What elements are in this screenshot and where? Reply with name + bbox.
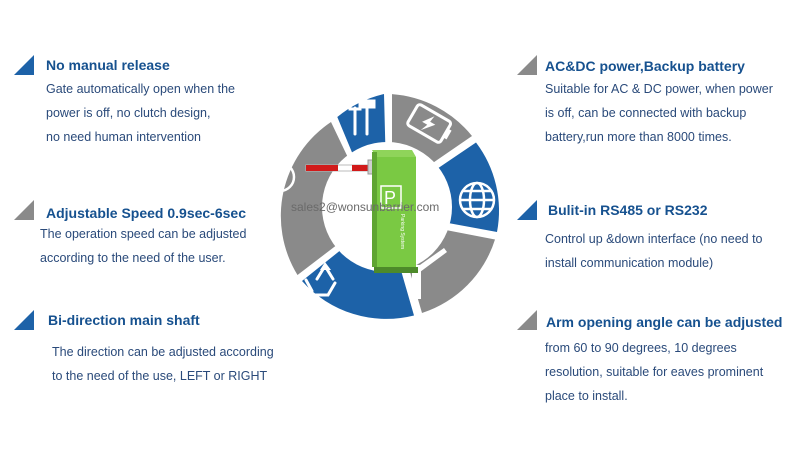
triangle-bullet-icon: [517, 310, 537, 330]
triangle-bullet-icon: [14, 200, 34, 220]
feature-title: Bulit-in RS485 or RS232: [548, 202, 708, 218]
feature-description: Suitable for AC & DC power, when power i…: [545, 82, 773, 144]
feature-wheel: P Parking System: [264, 94, 500, 319]
feature-description: from 60 to 90 degrees, 10 degrees resolu…: [545, 341, 764, 403]
barrier-device: P Parking System: [305, 150, 418, 273]
barrier-boom-arm-red: [306, 165, 338, 171]
barrier-boom-arm-red: [352, 165, 370, 171]
feature-description: Control up &down interface (no need to i…: [545, 232, 763, 270]
barrier-cabinet-top: [372, 150, 416, 157]
globe-icon: [458, 181, 496, 219]
barrier-logo-letter: P: [384, 188, 396, 208]
feature-title: No manual release: [46, 57, 170, 73]
barrier-cabinet-base: [374, 267, 418, 273]
triangle-bullet-icon: [14, 55, 34, 75]
feature-description: Gate automatically open when the power i…: [46, 82, 236, 144]
recycle-icon: [304, 262, 337, 297]
barrier-device-label: Parking System: [399, 214, 405, 249]
barrier-logo-box: [380, 185, 402, 209]
triangle-bullet-icon: [517, 55, 537, 75]
email-watermark: sales2@wonsunbarrier.com: [291, 200, 440, 214]
barrier-cabinet: [376, 157, 416, 267]
barrier-arm-icon: [412, 248, 447, 299]
battery-icon: [406, 103, 452, 144]
tools-icon: [348, 99, 376, 136]
feature-title: Adjustable Speed 0.9sec-6sec: [46, 205, 246, 221]
barrier-cabinet-side: [372, 152, 377, 267]
triangle-bullet-icon: [14, 310, 34, 330]
triangle-bullet-icon: [517, 200, 537, 220]
feature-title: Arm opening angle can be adjusted: [546, 314, 783, 330]
feature-description: The direction can be adjusted according …: [52, 345, 274, 383]
clock-icon: [264, 161, 296, 193]
feature-description: The operation speed can be adjusted acco…: [40, 227, 247, 265]
feature-title: AC&DC power,Backup battery: [545, 58, 745, 74]
feature-title: Bi-direction main shaft: [48, 312, 200, 328]
